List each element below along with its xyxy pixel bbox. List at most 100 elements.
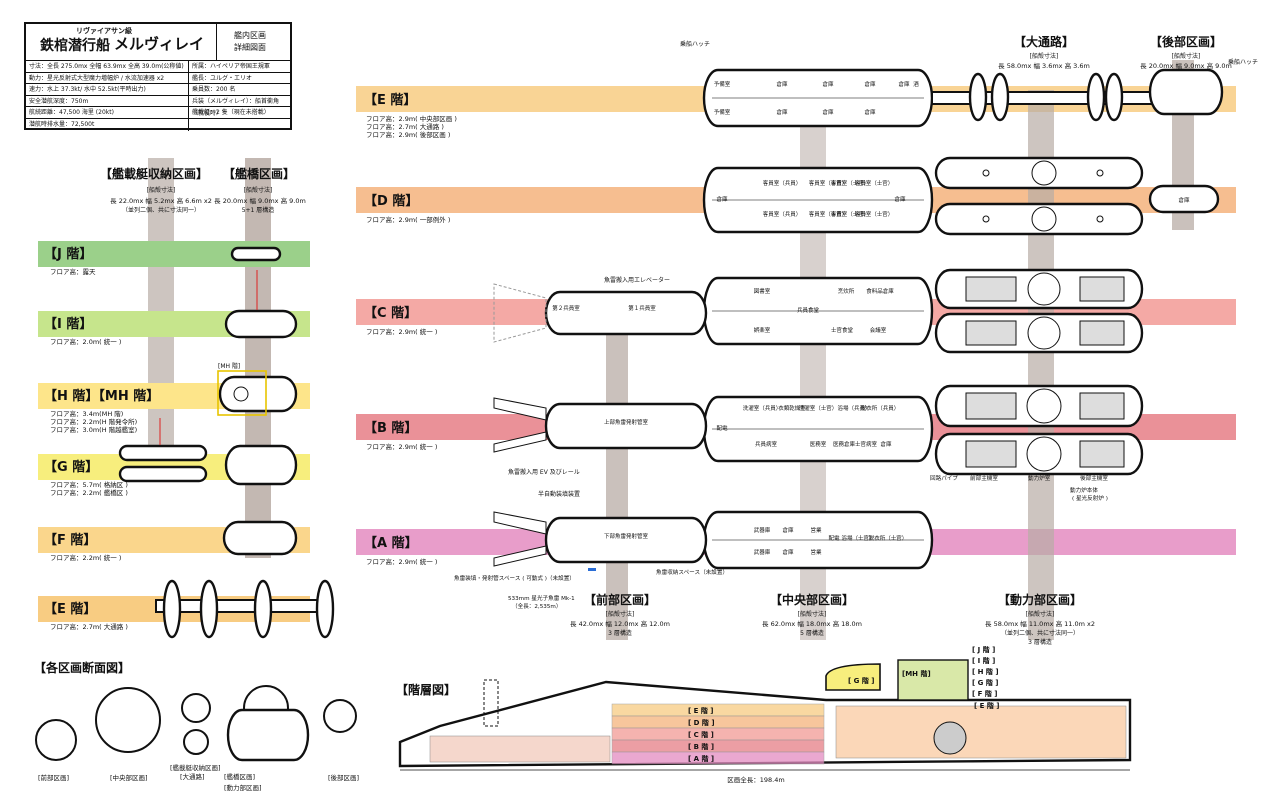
power-section-shape: [226, 708, 310, 762]
front-c-hull: [544, 290, 708, 336]
room-label: 脱衣所（士官）: [869, 534, 908, 542]
room-label: 兵員食堂: [797, 306, 820, 314]
hangar-tower-shaft: [148, 158, 174, 460]
dim-text: 長 58.0mx 幅 3.6mx 高 3.6m: [998, 61, 1090, 70]
side-mast-dashed: [483, 679, 499, 727]
room-label: 倉庫: [822, 108, 834, 116]
section-title-main_corridor: 【大通路】: [1014, 34, 1074, 49]
right-floor-note: フロア高：2.9m( 中央部区画 ): [366, 114, 457, 123]
annotation-reactor-body-2: ( 星光反射炉 ): [1072, 494, 1108, 502]
room-label: 会議室: [870, 326, 887, 334]
spec-left: 潜航時排水量：72,500t: [29, 120, 95, 128]
side-view-title: 【階層図】: [396, 682, 456, 697]
engine-block: [965, 320, 1017, 346]
annotation-semi-auto: 半自動装填装置: [538, 490, 580, 498]
room-label: 倉庫: [880, 440, 892, 448]
corridor-pod: [968, 72, 988, 122]
room-label: 倉庫: [898, 80, 910, 88]
title-kana: リヴァイアサン級: [76, 27, 132, 35]
dim-head: [船殻寸法]: [244, 186, 273, 194]
room-label: 客員室（士官）: [831, 179, 870, 187]
annotation-hatch-rear: 乗船ハッチ: [1228, 58, 1258, 66]
left-floor-label: 【I 階】: [44, 316, 92, 332]
hatch-circle: [1096, 169, 1104, 177]
room-label: 倉庫: [864, 108, 876, 116]
hatch-circle: [1096, 215, 1104, 223]
dim-text: 5+1 層構造: [242, 206, 275, 214]
right-floor-note: フロア高：2.7m( 大通路 ): [366, 122, 444, 131]
side-floor-band: [611, 739, 825, 753]
dim-text: 5 層構造: [800, 629, 824, 637]
reactor-circle: [1031, 160, 1057, 186]
room-label: 倉庫: [782, 526, 794, 534]
section-label: [動力部区画]: [224, 783, 262, 792]
section-label: [前部区画]: [38, 773, 69, 782]
room-label: 客員室（士官）: [809, 179, 848, 187]
section-label: [艦載艇収納区画]: [170, 763, 221, 772]
room-label: 配電: [716, 425, 728, 432]
dim-head: [船殻寸法]: [606, 610, 635, 618]
room-label: 浴場（士官）: [841, 534, 874, 542]
room-label: 武器庫: [754, 548, 771, 556]
left-floor-note: フロア高：露天: [50, 267, 96, 276]
annotation-storage-space: 魚雷収納スペース（未設置）: [656, 568, 728, 576]
front-b-hull: [544, 402, 708, 450]
section-label: [後部区画]: [328, 773, 359, 782]
right-floor-label: 【B 階】: [364, 420, 417, 436]
left-floor-label: 【H 階】【MH 階】: [44, 388, 159, 404]
room-label: 客員室（兵員）: [763, 179, 802, 187]
left-floor-note: フロア高：2.2m( 艦橋区 ): [50, 488, 128, 497]
left-floor-note: フロア高：2.7m( 大通路 ): [50, 622, 128, 631]
bridge-i-hull: [224, 309, 298, 339]
periscope-icon: [233, 386, 249, 402]
side-floor-band: [611, 703, 825, 717]
right-floor-label: 【D 階】: [364, 193, 418, 209]
left-floor-label: 【F 階】: [44, 532, 96, 548]
spec-right: 兵装（メルヴィレイ）：船首衝角（就役時）: [192, 97, 280, 117]
side-front-section: [429, 735, 611, 763]
torpedo-icon: [588, 568, 596, 571]
room-label: 第１兵員室: [628, 304, 656, 312]
side-right-floor-label: [ J 階 ]: [972, 645, 995, 654]
side-reactor-circle: [933, 721, 967, 755]
side-right-floor-label: [ I 階 ]: [972, 656, 995, 665]
left-floor-label: 【E 階】: [44, 601, 96, 617]
front-a-hull: [544, 516, 708, 564]
section-title-center: 【中央部区画】: [770, 592, 854, 607]
room-label: 武器庫: [754, 526, 771, 534]
reactor-circle: [1031, 206, 1057, 232]
side-g-label: [ G 階 ]: [848, 676, 874, 685]
side-right-floor-label: [ H 階 ]: [972, 667, 999, 676]
room-label: 士官病室: [855, 440, 878, 448]
dim-text: 長 22.0mx 幅 5.2mx 高 6.6m x2: [110, 196, 212, 205]
mh-tag: [MH 階]: [218, 362, 240, 370]
title-block: リヴァイアサン級 鉄棺潜行船 メルヴィレイ 艦内区画 詳細図面 寸法：全長 27…: [24, 22, 292, 131]
room-label: 上部魚雷発射管室: [604, 418, 649, 426]
side-floor-label: [ A 階 ]: [688, 754, 714, 763]
section-title-power: 【動力部区画】: [998, 592, 1082, 607]
annotation-rear-engine: 後部主機室: [1080, 474, 1108, 482]
hatch-circle: [982, 169, 990, 177]
room-label: 倉庫: [776, 80, 788, 88]
side-bridge-block: [897, 659, 969, 701]
reactor-circle: [1026, 436, 1062, 472]
title-subtitle-1: 艦内区画: [234, 31, 266, 40]
right-floor-note: フロア高：2.9m( 統一 ): [366, 442, 437, 451]
left-floor-note: フロア高：2.2m( 統一 ): [50, 553, 121, 562]
section-circle: [183, 729, 209, 755]
room-label: 営業: [810, 526, 822, 534]
dim-text: 長 20.0mx 幅 9.0mx 高 9.0m: [1140, 61, 1232, 70]
room-label: 倉庫: [1178, 196, 1190, 204]
spec-row: 寸法：全長 275.0mx 全幅 63.9mx 全高 39.0m(公称値)所属：…: [26, 60, 290, 73]
dim-text: 長 20.0mx 幅 9.0mx 高 9.0m: [214, 196, 306, 205]
b-bow-upper: [493, 397, 547, 421]
room-label: 娯楽室: [754, 326, 771, 334]
side-power-section: [835, 705, 1127, 759]
mh-highlight: [217, 370, 267, 416]
side-floor-label: [ E 階 ]: [688, 706, 714, 715]
title-subtitle-2: 詳細図面: [234, 43, 266, 52]
bridge-g-hull: [224, 444, 298, 486]
